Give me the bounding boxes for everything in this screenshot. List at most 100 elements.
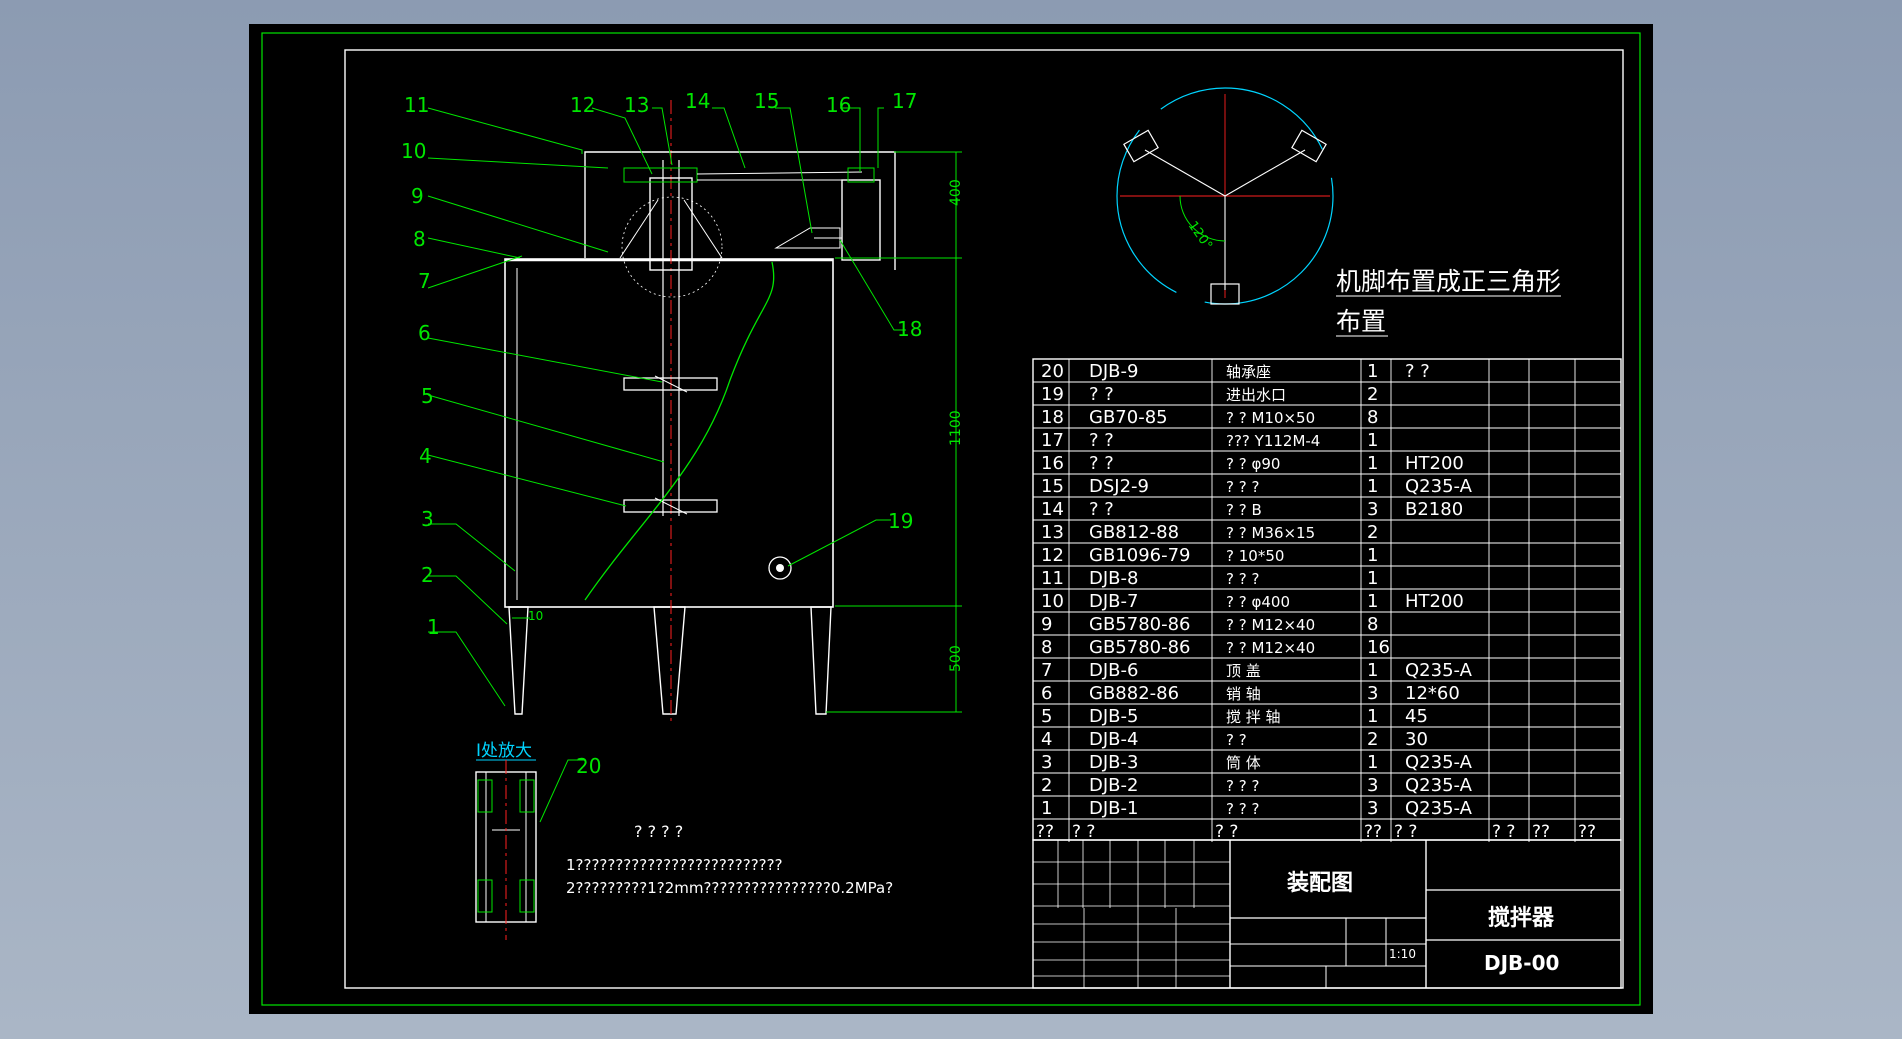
detail-I-view: I处放大 (475, 741, 537, 940)
bom-cell: 11 (1041, 568, 1064, 589)
bom-cell: DJB-2 (1089, 775, 1138, 796)
bom-cell: Q235-A (1405, 775, 1473, 796)
bom-cell: ? ? ? (1226, 800, 1259, 818)
bom-cell: Q235-A (1405, 798, 1473, 819)
bom-cell: GB812-88 (1089, 522, 1179, 543)
bom-cell: 1 (1041, 798, 1052, 819)
belt-top (696, 171, 863, 175)
bom-cell: 2 (1367, 729, 1378, 750)
bom-cell: ? ? ? (1226, 570, 1259, 588)
bom-cell: 3 (1041, 752, 1052, 773)
bom-cell: 16 (1041, 453, 1064, 474)
bom-header-cell: ?? (1036, 822, 1054, 842)
bom-cell: DJB-6 (1089, 660, 1138, 681)
technical-requirements: ? ? ? ? 1?????????????????????????? 2???… (566, 822, 893, 897)
bom-cell: 15 (1041, 476, 1064, 497)
bom-header-cell: ? ? (1394, 822, 1417, 842)
bom-cell: GB5780-86 (1089, 614, 1191, 635)
paper-background (249, 24, 1653, 1014)
leader-lines (427, 107, 906, 823)
bom-cell: GB70-85 (1089, 407, 1168, 428)
bom-cell: GB882-86 (1089, 683, 1179, 704)
bom-cell: DJB-5 (1089, 706, 1138, 727)
bom-cell: ? ? φ400 (1226, 593, 1290, 611)
bom-cell: 6 (1041, 683, 1052, 704)
bom-cell: 2 (1367, 522, 1378, 543)
bom-cell: DJB-8 (1089, 568, 1138, 589)
section-break-line (584, 261, 775, 601)
bom-cell: 1 (1367, 453, 1378, 474)
title-block: 装配图 搅拌器 DJB-00 1:10 (1032, 839, 1622, 989)
bom-cell: 17 (1041, 430, 1064, 451)
bom-header-cell: ? ? (1072, 822, 1095, 842)
bom-cell: Q235-A (1405, 476, 1473, 497)
bom-cell: 3 (1367, 775, 1378, 796)
foot-layout-view: 120° 机脚布置成正三角形 布置 (1116, 87, 1561, 337)
bom-cell: 13 (1041, 522, 1064, 543)
bom-cell: GB5780-86 (1089, 637, 1191, 658)
dim-400: 400 (948, 179, 964, 206)
part-balloons: 11 12 13 14 15 16 17 10 9 8 7 6 5 4 3 2 … (401, 89, 922, 778)
water-inlet-core (776, 564, 784, 572)
bom-cell: 2 (1367, 384, 1378, 405)
bom-cell: 1 (1367, 660, 1378, 681)
bom-cell: 19 (1041, 384, 1064, 405)
bom-cell: 1 (1367, 568, 1378, 589)
bom-cell: DJB-9 (1089, 361, 1138, 382)
bom-cell: DJB-3 (1089, 752, 1138, 773)
bom-cell: ? ? ? (1226, 777, 1259, 795)
bom-cell: HT200 (1405, 591, 1464, 612)
balloon-12: 12 (570, 93, 595, 117)
bom-cell: 16 (1367, 637, 1390, 658)
bom-cell: 7 (1041, 660, 1052, 681)
motor (841, 179, 881, 261)
bom-cell: ? ? ? (1226, 478, 1259, 496)
bom-cell: 3 (1367, 499, 1378, 520)
bom-cell: ? ? M10×50 (1226, 409, 1315, 427)
bom-cell: ? ? M36×15 (1226, 524, 1315, 542)
dim-500: 500 (948, 645, 964, 672)
bom-cell: ? ? (1226, 731, 1247, 749)
bom-cell: 5 (1041, 706, 1052, 727)
motor-frame (584, 151, 896, 270)
motor-pulley (847, 167, 875, 183)
bom-cell: ??? Y112M-4 (1226, 432, 1320, 450)
bom-cell: 筒 体 (1226, 754, 1261, 772)
bom-cell: 14 (1041, 499, 1064, 520)
bom-cell: 1 (1367, 545, 1378, 566)
balloon-18: 18 (897, 317, 922, 341)
impeller-upper (623, 377, 718, 391)
bom-cell: ? ? (1089, 453, 1114, 474)
bom-cell: ? ? M12×40 (1226, 616, 1315, 634)
balloon-4: 4 (419, 444, 432, 468)
balloon-2: 2 (421, 563, 434, 587)
bom-cell: GB1096-79 (1089, 545, 1191, 566)
balloon-13: 13 (624, 93, 649, 117)
dimension-lines (512, 151, 962, 713)
bom-cell: 8 (1367, 407, 1378, 428)
inner-frame (344, 49, 1624, 989)
balloon-15: 15 (754, 89, 779, 113)
balloon-8: 8 (413, 227, 426, 251)
bom-cell: 1 (1367, 591, 1378, 612)
bom-cell: Q235-A (1405, 660, 1473, 681)
bom-cell: 进出水口 (1226, 386, 1286, 404)
pulley-large (623, 167, 698, 183)
part-name: 搅拌器 (1488, 905, 1555, 931)
frame-brace-left (619, 199, 659, 259)
bom-cell: DJB-1 (1089, 798, 1138, 819)
balloon-19: 19 (888, 509, 913, 533)
drawing-code: DJB-00 (1484, 951, 1559, 975)
bom-cell: 1 (1367, 476, 1378, 497)
bom-cell: Q235-A (1405, 752, 1473, 773)
bom-cell: 顶 盖 (1226, 662, 1261, 680)
bom-header-cell: ? ? (1492, 822, 1515, 842)
balloon-20: 20 (576, 754, 601, 778)
bom-cell: 1 (1367, 430, 1378, 451)
bom-cell: 销 轴 (1226, 685, 1261, 703)
bom-cell: DJB-7 (1089, 591, 1138, 612)
bom-cell: 9 (1041, 614, 1052, 635)
